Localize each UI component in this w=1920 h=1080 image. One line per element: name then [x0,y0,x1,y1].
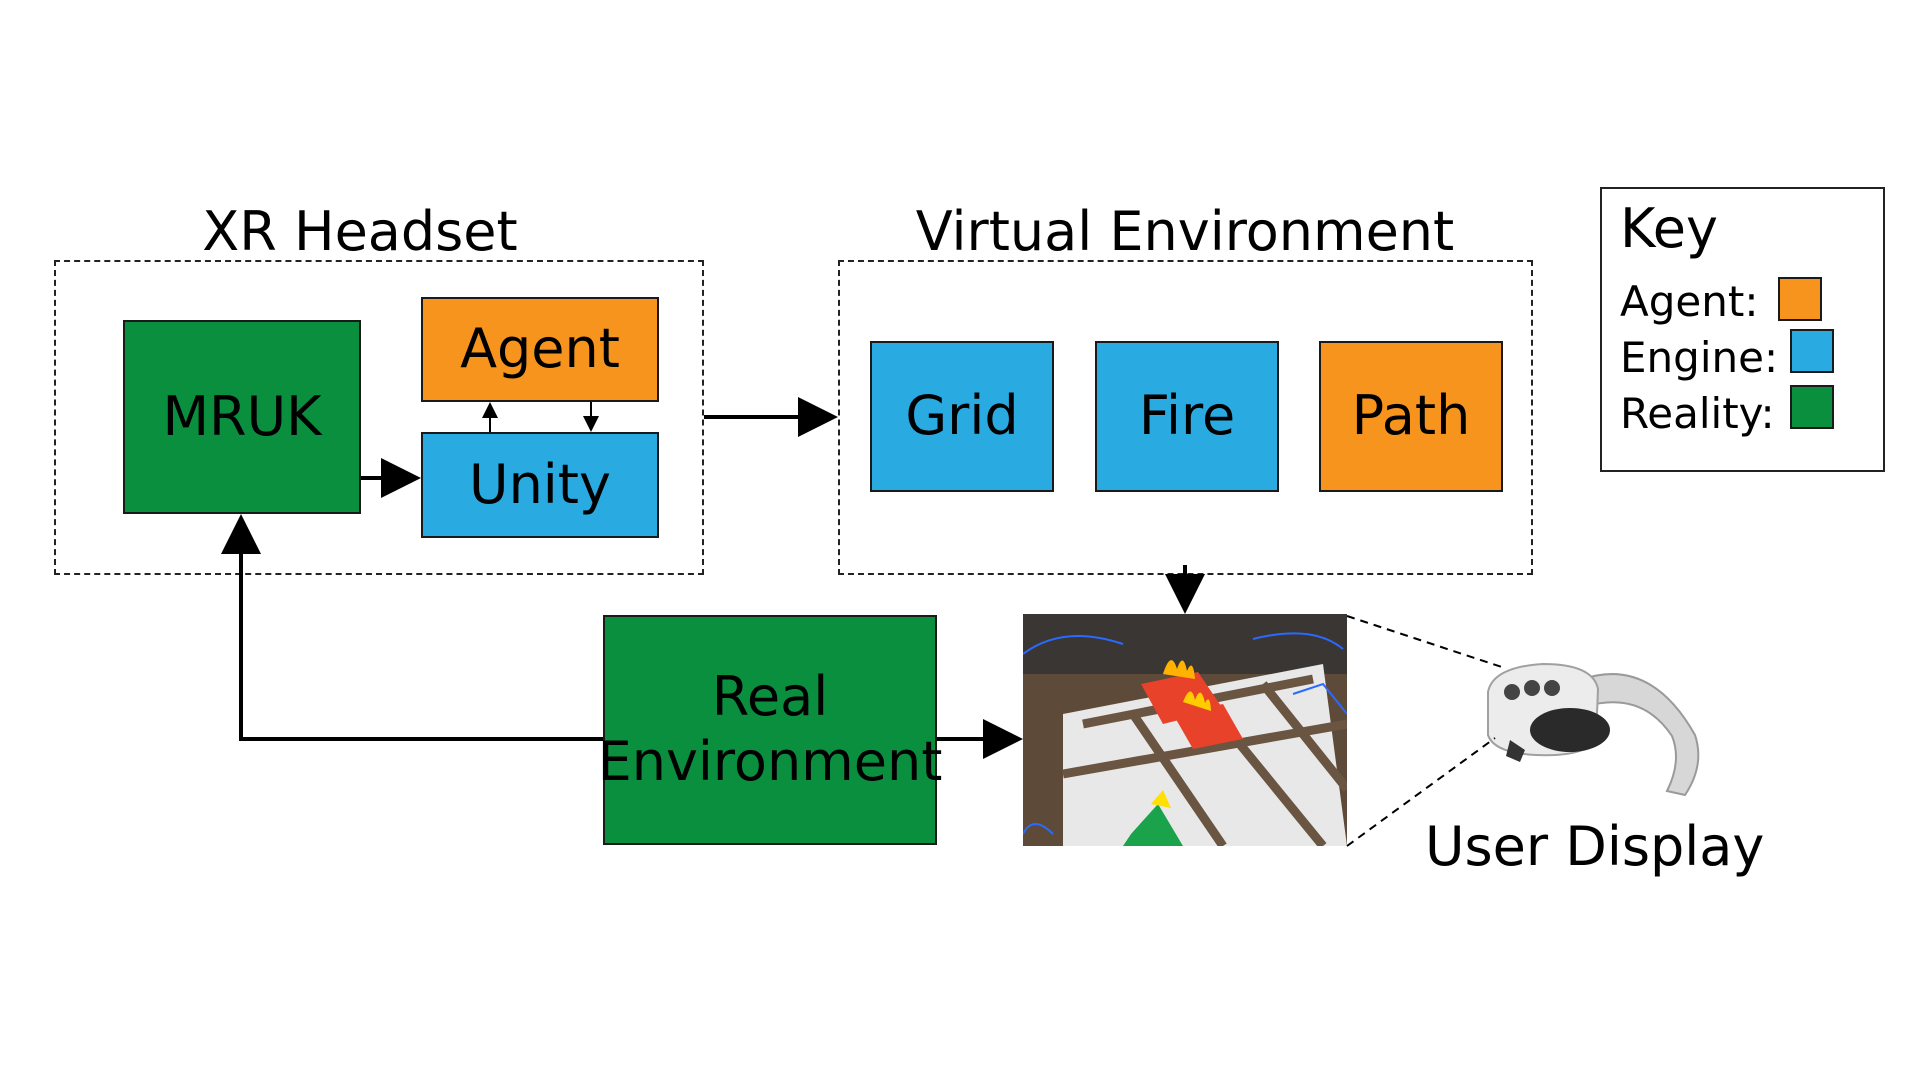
path-label: Path [1351,384,1471,448]
grid-label: Grid [905,384,1019,448]
mruk-node: MRUK [123,320,361,514]
key-legend: Key Agent: Engine: Reality: [1600,187,1885,472]
real-environment-label-line2: Environment [597,730,943,793]
headset-icon [1470,640,1710,820]
key-agent-swatch [1778,277,1822,321]
callout-line-bottom [1346,737,1496,847]
key-engine-label: Engine: [1620,333,1779,382]
callout-line-top [1346,615,1506,669]
fire-label: Fire [1138,384,1236,448]
xr-headset-title: XR Headset [202,200,518,263]
user-display-screenshot [1023,614,1347,846]
agent-label: Agent [460,317,620,381]
xr-headset-group [54,260,704,575]
arrow-real-to-mruk [221,514,603,741]
unity-label: Unity [469,452,611,516]
mruk-label: MRUK [162,384,322,448]
key-agent-label: Agent: [1620,277,1759,326]
fire-node: Fire [1095,341,1279,492]
virtual-environment-title: Virtual Environment [915,200,1455,263]
ar-scene-image [1023,614,1347,846]
agent-node: Agent [421,297,659,402]
key-title: Key [1620,197,1718,260]
key-reality-swatch [1790,385,1834,429]
key-reality-label: Reality: [1620,389,1775,438]
grid-node: Grid [870,341,1054,492]
real-environment-node: Real Environment [598,615,942,845]
key-engine-swatch [1790,329,1834,373]
user-display-label: User Display [1425,815,1765,878]
real-environment-label-line1: Real [711,665,829,729]
unity-node: Unity [421,432,659,538]
path-node: Path [1319,341,1503,492]
